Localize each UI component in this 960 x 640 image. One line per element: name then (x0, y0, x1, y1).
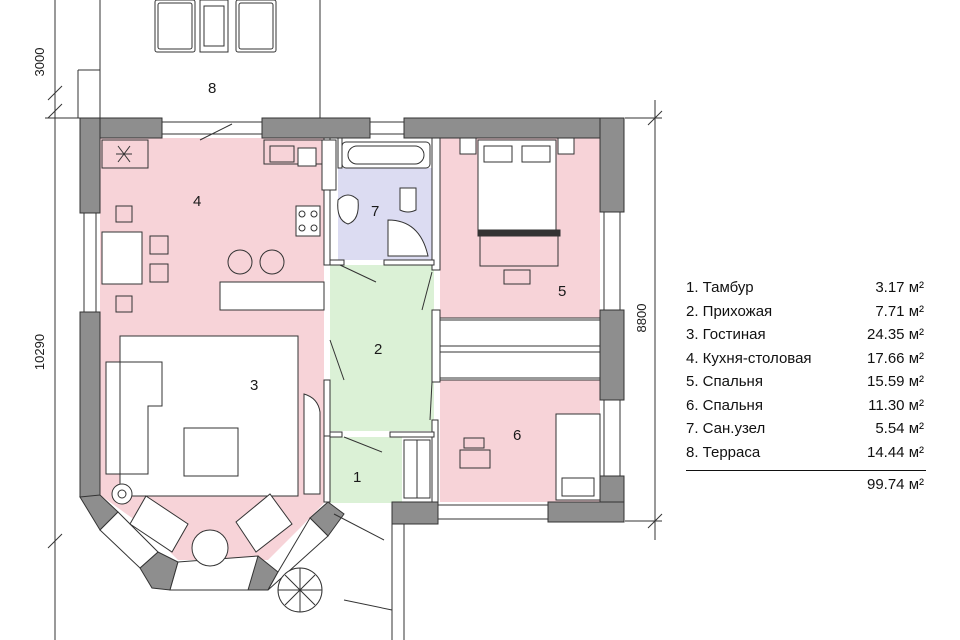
legend-room-area: 3.17 м² (875, 279, 924, 296)
legend-row: 8. Терраса 14.44 м² (686, 441, 926, 465)
wall-top-mid (261, 117, 371, 139)
legend-room-area: 5.54 м² (875, 420, 924, 437)
room-number-7: 7 (371, 203, 379, 220)
legend-room-name: 6. Спальня (686, 396, 763, 414)
legend-row: 3. Гостиная 24.35 м² (686, 323, 926, 347)
legend-room-name: 2. Прихожая (686, 302, 773, 320)
window-top-bath (369, 121, 405, 135)
room-number-4: 4 (193, 193, 201, 210)
legend-room-area: 15.59 м² (866, 373, 924, 390)
legend-room-name: 7. Сан.узел (686, 420, 766, 437)
wall-top-right (403, 117, 625, 139)
room-number-5: 5 (558, 283, 566, 300)
room-number-3: 3 (250, 377, 258, 394)
window-top-kitchen (161, 121, 263, 135)
window-bay-right (267, 517, 329, 591)
dim-terrace-depth: 3000 (32, 48, 47, 77)
furniture (101, 137, 601, 640)
legend-row: 7. Сан.узел 5.54 м² (686, 417, 926, 441)
legend-row: 5. Спальня 15.59 м² (686, 370, 926, 394)
legend-room-name: 5. Спальня (686, 373, 763, 390)
legend-row: 4. Кухня-столовая 17.66 м² (686, 347, 926, 371)
room-fill-vestibule (330, 437, 402, 503)
window-bottom-bedroom (437, 504, 549, 520)
legend-room-area: 7.71 м² (875, 302, 924, 320)
legend-room-area: 17.66 м² (866, 349, 924, 367)
room-area-legend: 1. Тамбур 3.17 м² 2. Прихожая 7.71 м² 3.… (686, 276, 926, 493)
room-number-1: 1 (353, 469, 361, 486)
room-number-6: 6 (513, 427, 521, 444)
wall-bottom-mid (391, 501, 439, 525)
legend-total-row: 99.74 м² (686, 470, 926, 495)
legend-room-name: 1. Тамбур (686, 279, 754, 296)
window-right-top (603, 211, 621, 311)
window-bay-bottom (169, 555, 259, 591)
legend-room-area: 24.35 м² (866, 326, 924, 343)
legend-row: 6. Спальня 11.30 м² (686, 394, 926, 418)
plant-symbol (277, 567, 323, 613)
wall-left-top (79, 117, 101, 214)
wall-bottom-right (547, 501, 625, 523)
legend-room-area: 14.44 м² (866, 443, 924, 461)
legend-room-area: 11.30 м² (868, 396, 924, 414)
room-number-labels: 1 2 3 4 5 6 7 8 (193, 80, 566, 486)
legend-total-area: 99.74 м² (866, 476, 924, 493)
window-bay-left (99, 511, 159, 569)
room-fill-hall (330, 265, 434, 431)
window-right-bottom (603, 399, 621, 477)
room-number-2: 2 (374, 341, 382, 358)
terrace (77, 0, 321, 118)
doors (199, 123, 433, 541)
dimension-labels: 3000 10290 8800 (32, 48, 649, 371)
dim-total-length: 10290 (32, 334, 47, 370)
room-number-8: 8 (208, 80, 216, 97)
legend-room-name: 8. Терраса (686, 443, 761, 461)
wall-right-mid (599, 309, 625, 401)
wall-left-bottom (79, 311, 101, 498)
dimension-lines (45, 0, 663, 640)
partitions (323, 137, 441, 503)
legend-room-name: 3. Гостиная (686, 326, 766, 343)
legend-room-name: 4. Кухня-столовая (686, 349, 812, 367)
wall-right-top (599, 117, 625, 213)
dim-right-length: 8800 (634, 304, 649, 333)
windows (83, 121, 621, 591)
window-left (83, 212, 97, 313)
walls (79, 117, 625, 591)
legend-row: 2. Прихожая 7.71 м² (686, 300, 926, 324)
legend-row: 1. Тамбур 3.17 м² (686, 276, 926, 300)
